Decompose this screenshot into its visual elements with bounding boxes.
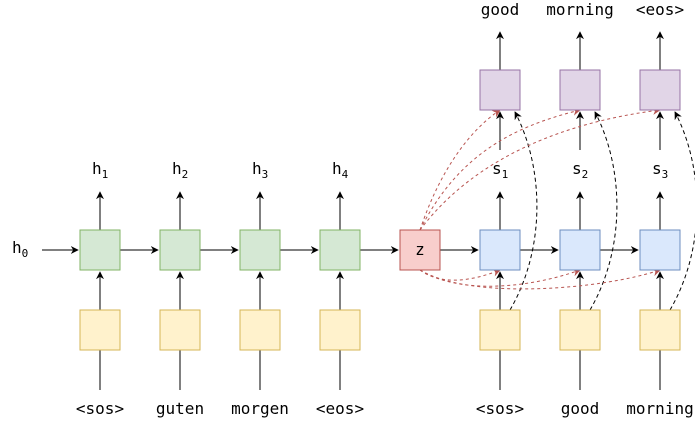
encoder-embedding-box [79, 309, 121, 351]
dashed-arrow [509, 111, 538, 311]
decoder-rnn-box [639, 229, 681, 271]
encoder-input-label: <eos> [316, 399, 364, 418]
context-arrow [419, 268, 581, 287]
decoder-embedding-box [639, 309, 681, 351]
encoder-input-label: <sos> [76, 399, 124, 418]
decoder-input-label: <sos> [476, 399, 524, 418]
decoder-rnn-box [479, 229, 521, 271]
dashed-arrow [669, 111, 695, 311]
decoder-hidden-label: s1 [492, 159, 508, 181]
context-arrow [419, 268, 501, 281]
context-vector-box [399, 229, 441, 271]
context-arrow [419, 109, 501, 231]
decoder-output-label: good [481, 0, 520, 19]
context-arrow [419, 268, 661, 290]
encoder-input-label: morgen [231, 399, 289, 418]
encoder-embedding-box [319, 309, 361, 351]
decoder-hidden-label: s3 [652, 159, 668, 181]
decoder-output-box [559, 69, 601, 111]
decoder-hidden-label: s2 [572, 159, 588, 181]
encoder-embedding-box [239, 309, 281, 351]
labels: <sos> guten morgen <eos> <sos> good morn… [12, 0, 694, 418]
decoder-input-label: morning [626, 399, 693, 418]
decoder-input-label: good [561, 399, 600, 418]
boxes [79, 69, 681, 351]
initial-state-label: h0 [12, 238, 28, 260]
context-arrow [419, 106, 661, 231]
dashed-arrow [589, 111, 618, 311]
context-label: z [415, 240, 425, 259]
decoder-rnn-box [559, 229, 601, 271]
decoder-output-label: morning [546, 0, 613, 19]
encoder-hidden-label: h2 [172, 159, 188, 181]
encoder-rnn-box [319, 229, 361, 271]
encoder-hidden-label: h4 [332, 159, 349, 181]
decoder-embedding-box [479, 309, 521, 351]
decoder-output-label: <eos> [636, 0, 684, 19]
encoder-hidden-label: h1 [92, 159, 108, 181]
decoder-embedding-box [559, 309, 601, 351]
encoder-rnn-box [239, 229, 281, 271]
decoder-output-box [639, 69, 681, 111]
encoder-embedding-box [159, 309, 201, 351]
encoder-hidden-label: h3 [252, 159, 268, 181]
context-arrow [419, 107, 581, 231]
encoder-rnn-box [159, 229, 201, 271]
encoder-input-label: guten [156, 399, 204, 418]
encoder-rnn-box [79, 229, 121, 271]
decoder-output-box [479, 69, 521, 111]
